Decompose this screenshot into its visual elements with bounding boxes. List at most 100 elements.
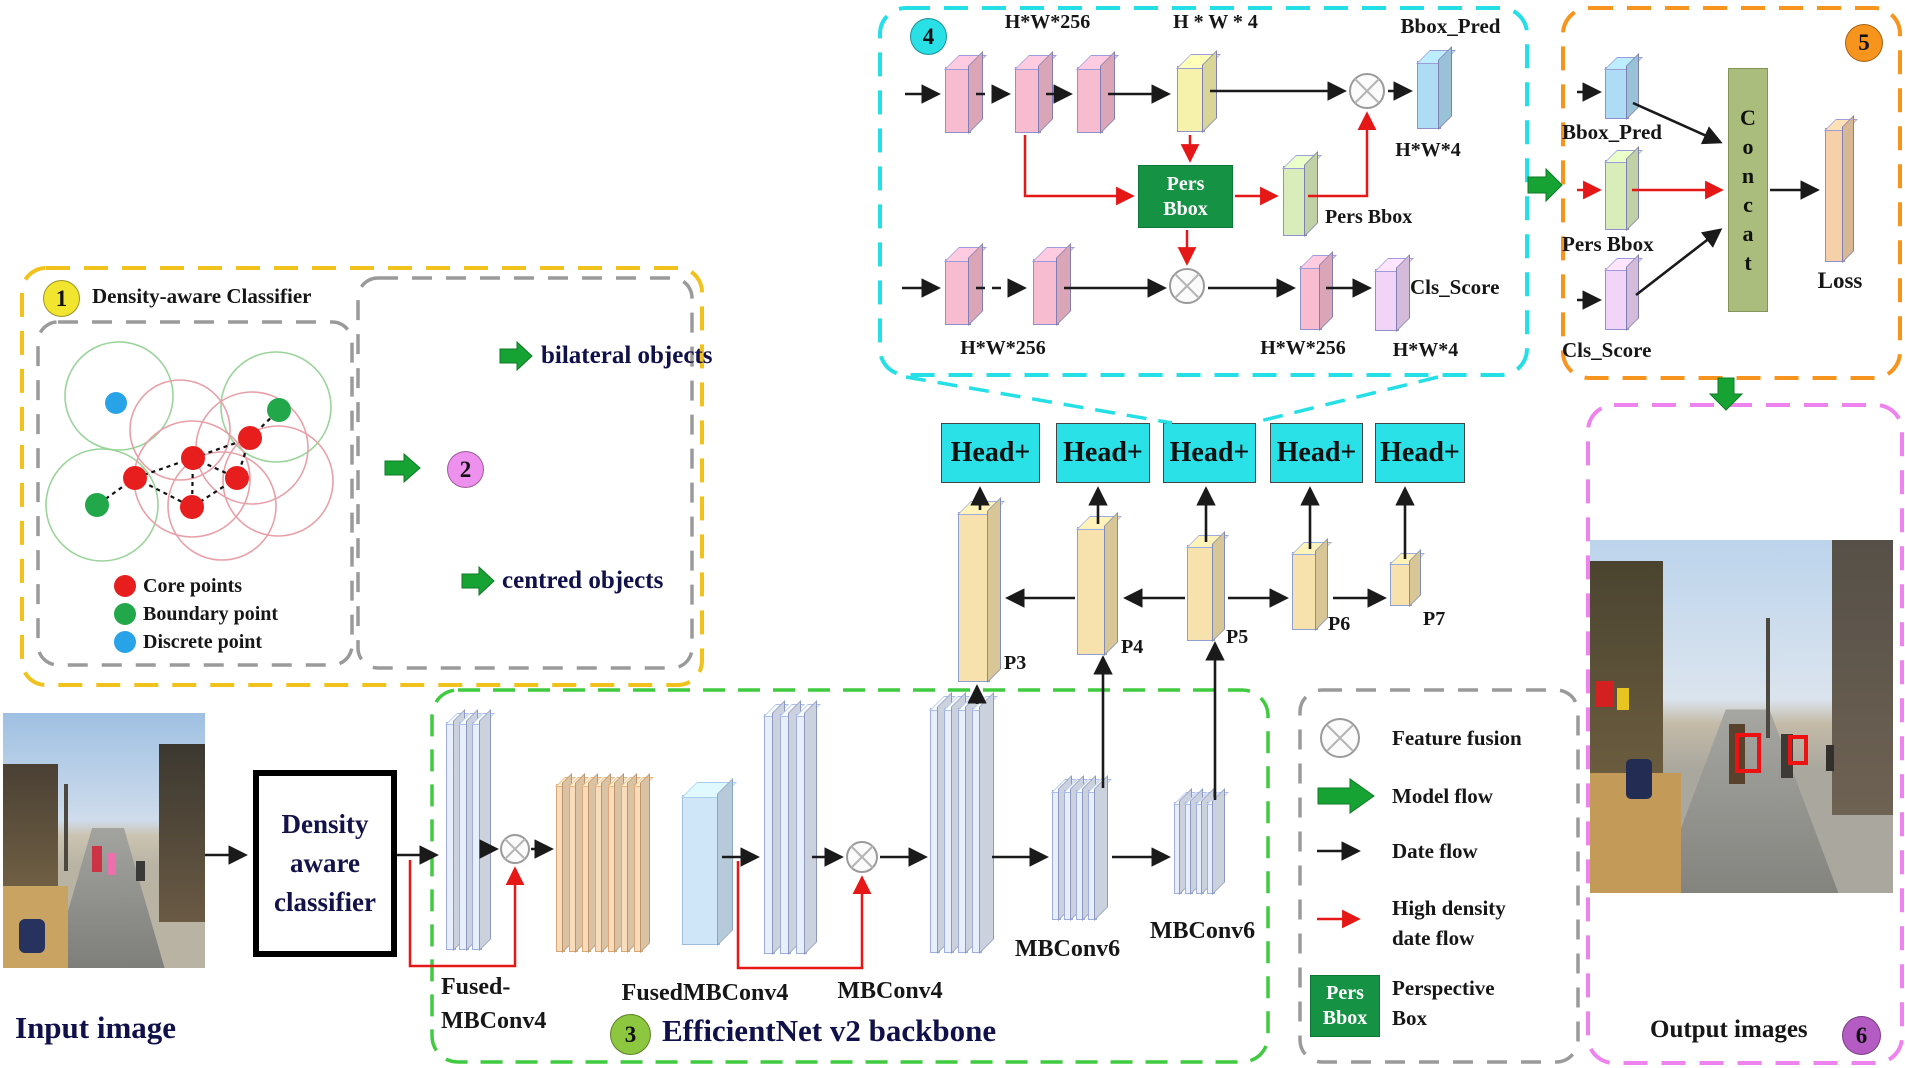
detection-box-1 [1735,733,1761,773]
module1-title: Density-aware Classifier [92,284,312,308]
badge-5: 5 [1845,24,1883,62]
backbone-orange-slab [569,784,578,952]
backbone-title: EfficientNet v2 backbone [662,1013,997,1048]
core-point-dot [225,466,249,490]
bbox-pred-slab [1417,61,1441,129]
boundary-rings [45,341,332,562]
photo-right-buildings [1832,540,1893,816]
photo-pole [1765,617,1770,738]
legend-date-flow-label: Date flow [1392,839,1478,863]
pers-bbox-label: Pers Bbox [1562,232,1654,256]
backbone-slab [1174,802,1182,894]
backbone-slab [1088,790,1097,920]
conv-slab-pink [945,67,971,133]
model-flow-arrow-bilateral [499,340,533,372]
photo-pole [63,784,68,872]
badge-5-label: 5 [1858,30,1870,55]
core-point-dot [181,446,205,470]
bbox-pred-label: Bbox_Pred [1400,14,1501,38]
legend-perspective-line1: Perspective [1392,976,1495,1000]
p7-label: P7 [1423,608,1446,630]
funnel-left-line [905,375,1173,425]
head-plus-box-4: Head+ [1270,423,1363,483]
legend-perspective-line2: Box [1392,1006,1428,1030]
photo-right-buildings [158,743,205,923]
backbone-orange-slab [621,784,630,952]
head-plus-box-5: Head+ [1375,423,1465,483]
concat-label: C o n c a t [1740,104,1756,276]
classifier-line3: classifier [274,887,376,918]
model-flow-arrow-centred [461,565,495,597]
backbone-slab [944,708,954,953]
cluster-edges [96,409,280,508]
cls-score-label: Cls_Score [1410,275,1500,299]
mbconv6-label-1: MBConv6 [1014,936,1121,962]
backbone-slab [472,722,482,950]
head-plus-label: Head+ [1169,437,1250,468]
cls-score-slab [1375,269,1399,331]
backbone-slab [796,714,807,954]
core-point-dot [180,495,204,519]
badge-1-label: 1 [55,285,68,311]
p3-label: P3 [1004,652,1027,674]
legend-fusion-symbol [1320,718,1360,758]
head-plus-label: Head+ [950,437,1031,468]
conv-slab-yellow [1177,66,1205,132]
backbone-slab [764,714,775,954]
legend-boundary-dot [114,603,136,625]
head-plus-label: Head+ [1276,437,1357,468]
legend-boundary-point-label: Boundary point [143,603,279,625]
detection-box-2 [1788,735,1808,765]
head-plus-box-3: Head+ [1163,423,1256,483]
legend-feature-fusion-label: Feature fusion [1392,726,1522,750]
input-street-photo [3,713,205,968]
conv-slab-pink [1300,266,1322,330]
badge-2: 2 [447,451,484,488]
fusion-backbone-1 [500,834,530,864]
photo-figure-dark [136,860,146,881]
backbone-slab [1207,802,1215,894]
conv-slab-pink [945,259,971,325]
backbone-orange-slab [634,784,643,952]
legend-core-dot [114,575,136,597]
conv-slab-pink [1033,259,1059,325]
dim-label: H * W * 4 [1173,11,1258,33]
backbone-slab [780,714,791,954]
head-plus-box-2: Head+ [1056,423,1150,483]
centred-objects-label: centred objects [502,567,664,594]
badge-3-label: 3 [624,1021,637,1047]
dim-label: H*W*256 [960,337,1046,359]
output-street-photo [1590,540,1893,893]
legend-pers-line1: Pers [1326,982,1364,1004]
fusion-backbone-2 [846,841,878,873]
mbconv4-label: MBConv4 [837,978,943,1004]
backbone-slab [459,722,469,950]
density-aware-classifier-box: Density aware classifier [253,770,397,957]
legend-pers-line2: Bbox [1322,1007,1368,1029]
pyramid-p3-block [958,512,990,682]
photo-motorbike [1626,758,1653,799]
pers-bbox-slab-label: Pers Bbox [1325,206,1413,228]
photo-road [51,827,165,968]
legend-pers-bbox-box: Pers Bbox [1310,975,1380,1037]
backbone-slab [1052,790,1061,920]
dim-label: H*W*4 [1392,339,1459,361]
conv-slab-pink [1077,67,1103,133]
pyramid-p4-block [1077,527,1107,655]
legend-core-points-label: Core points [143,575,243,597]
legend-discrete-dot [114,631,136,653]
legend-high-density-line2: date flow [1392,926,1475,950]
input-image-label: Input image [15,1010,177,1045]
backbone-slab [1064,790,1073,920]
mbconv6-label-2: MBConv6 [1149,918,1256,944]
backbone-slab [1076,790,1085,920]
photo-pedestrian [1826,744,1835,771]
legend-model-flow-arrow [1317,778,1375,814]
loss-slab [1825,128,1845,262]
concat-block: C o n c a t [1728,68,1768,312]
pyramid-p5-block [1187,545,1215,641]
backbone-orange-slab [556,784,565,952]
backbone-wide-blue-slab [682,795,720,945]
classifier-line1: Density [281,808,369,839]
